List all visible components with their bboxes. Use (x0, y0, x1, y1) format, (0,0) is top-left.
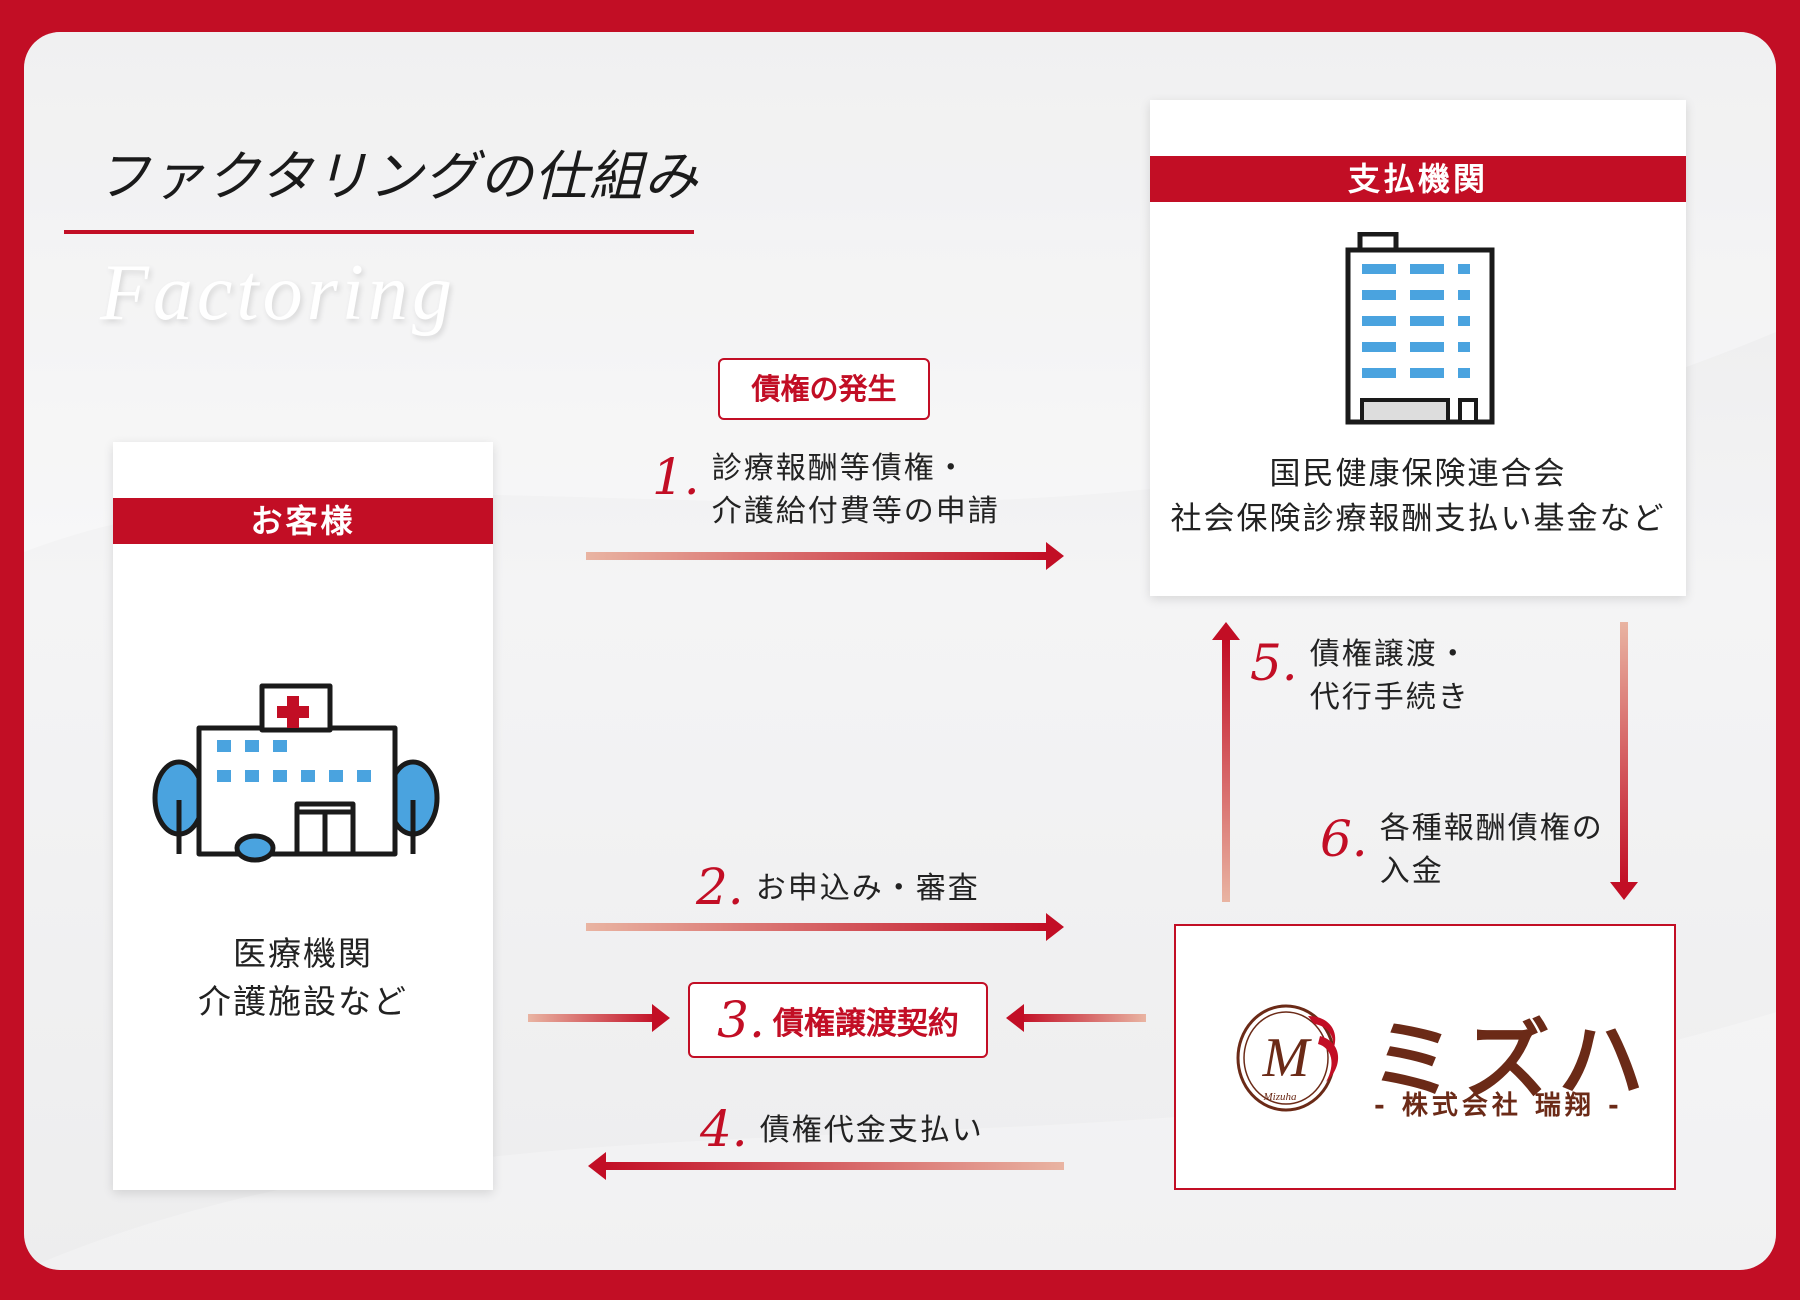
company-subtitle: - 株式会社 瑞翔 - (1374, 1091, 1623, 1121)
arrow-step-6 (1610, 622, 1638, 900)
step-2: 2. お申込み・審査 (696, 862, 980, 912)
customer-header: お客様 (113, 498, 493, 544)
tag-claim-origin: 債権の発生 (718, 358, 930, 420)
arrow-step-5 (1212, 622, 1240, 902)
step-2-number: 2. (696, 858, 744, 916)
page-title: ファクタリングの仕組み (96, 145, 699, 208)
step-4-number: 4. (700, 1100, 748, 1158)
step-6-number: 6. (1320, 810, 1368, 868)
logo-letter: M (1262, 1027, 1313, 1089)
arrow-step-3-right (1006, 1004, 1146, 1032)
payer-card: 支払機関 国民健康保険連合会 社会保険診療報酬支払い基金など (1150, 100, 1686, 596)
step-3-number: 3. (717, 991, 765, 1049)
step-6-line-2: 入金 (1379, 853, 1444, 889)
step-4: 4. 債権代金支払い (700, 1104, 984, 1154)
title-underline (64, 230, 694, 234)
arrow-step-1 (586, 542, 1064, 570)
payer-header: 支払機関 (1150, 156, 1686, 202)
step-2-line-1: お申込み・審査 (755, 871, 980, 906)
arrow-step-2 (586, 913, 1064, 941)
step-4-line-1: 債権代金支払い (759, 1113, 984, 1148)
customer-label: 医療機関 介護施設など (113, 930, 493, 1026)
step-1-line-1: 診療報酬等債権・ (711, 451, 968, 486)
hospital-icon (152, 683, 440, 863)
customer-card: お客様 医療機関 介護施設など (113, 442, 493, 1190)
customer-line-2: 介護施設など (198, 981, 408, 1021)
step-6: 6. 各種報酬債権の 入金 (1320, 810, 1604, 893)
step-1-line-2: 介護給付費等の申請 (711, 493, 1000, 529)
step-3-text: 債権譲渡契約 (772, 1005, 959, 1042)
payer-label: 国民健康保険連合会 社会保険診療報酬支払い基金など (1150, 452, 1686, 542)
payer-line-2: 社会保険診療報酬支払い基金など (1170, 500, 1666, 537)
company-logo-icon: M Mizuha (1236, 1004, 1339, 1112)
arrow-step-3-left (528, 1004, 670, 1032)
logo-small-text: Mizuha (1263, 1091, 1298, 1103)
step-5: 5. 債権譲渡・ 代行手続き (1250, 634, 1470, 719)
step-1: 1. 診療報酬等債権・ 介護給付費等の申請 (652, 448, 1000, 533)
page-subtitle: Factoring (100, 249, 456, 337)
step-5-number: 5. (1250, 634, 1298, 692)
step-5-line-1: 債権譲渡・ (1309, 637, 1470, 672)
step-6-line-1: 各種報酬債権の (1379, 811, 1604, 846)
office-building-icon (1345, 232, 1495, 425)
tag-assignment-contract: 3. 債権譲渡契約 (688, 982, 988, 1058)
step-1-number: 1. (652, 448, 700, 506)
arrow-step-4 (588, 1152, 1064, 1180)
step-5-line-2: 代行手続き (1309, 679, 1470, 715)
customer-line-1: 医療機関 (233, 934, 373, 973)
company-name: ミズハ (1370, 1011, 1652, 1111)
payer-line-1: 国民健康保険連合会 (1269, 456, 1567, 492)
